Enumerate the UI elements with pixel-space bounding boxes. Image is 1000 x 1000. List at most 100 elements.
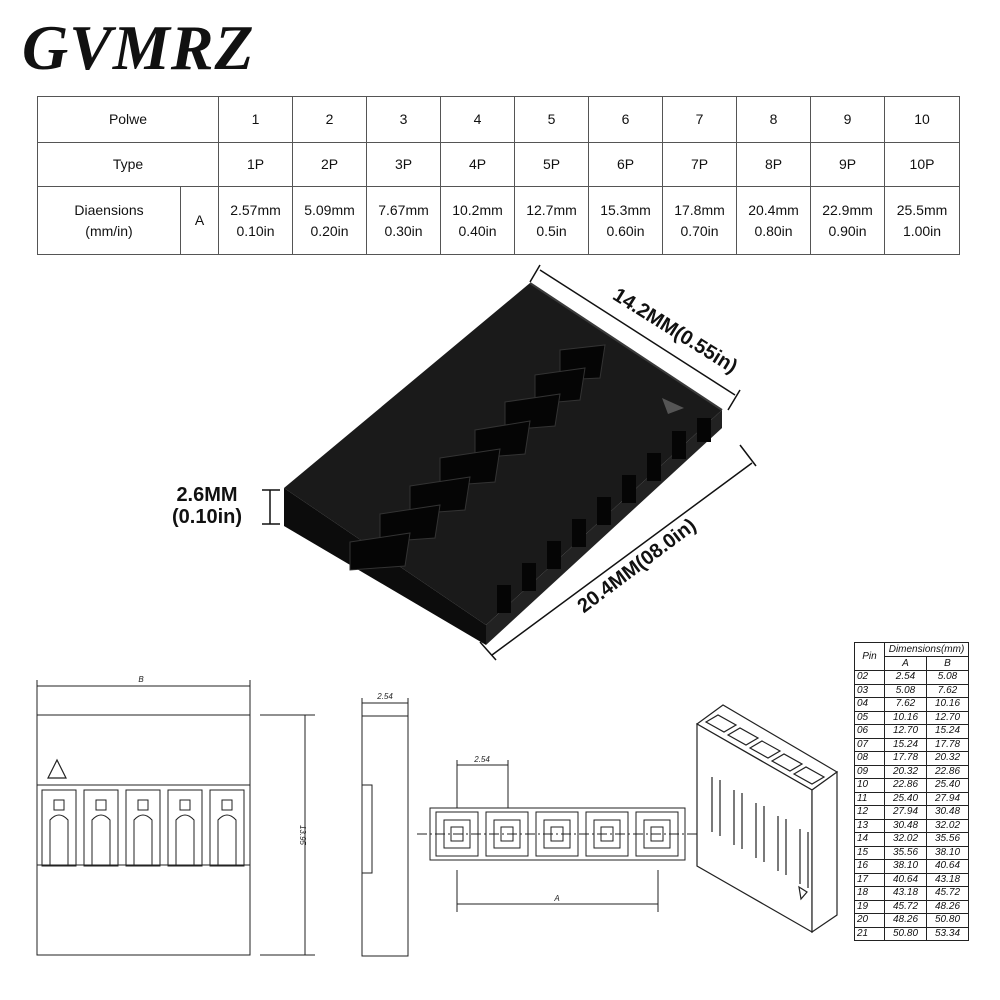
- iso-housing-drawing: [695, 704, 839, 934]
- pin-cell-a: 10.16: [884, 710, 927, 725]
- pin-cell-b: 43.18: [926, 872, 969, 887]
- pin-cell-b: 12.70: [926, 710, 969, 725]
- pin-cell-a: 22.86: [884, 778, 927, 793]
- front-contact: [49, 814, 69, 866]
- front-view-drawing: [36, 680, 315, 956]
- spec-dim-mm: 20.4mm: [748, 201, 799, 218]
- pin-cell-b: 7.62: [926, 683, 969, 698]
- spec-dim-mm: 12.7mm: [526, 201, 577, 218]
- front-contact: [175, 814, 195, 866]
- front-latch: [95, 799, 107, 811]
- pin-cell-b: 17.78: [926, 737, 969, 752]
- bottom-a-label: A: [553, 894, 559, 903]
- pin-cell-b: 32.02: [926, 818, 969, 833]
- pin-cell-pin: 17: [854, 872, 885, 887]
- pin-cell-pin: 11: [854, 791, 885, 806]
- spec-label-poles: Polwe: [36, 96, 220, 143]
- front-contact: [133, 814, 153, 866]
- pin-cell-a: 7.62: [884, 697, 927, 712]
- pin-cell-b: 38.10: [926, 845, 969, 860]
- spec-type-cell: 6P: [588, 142, 664, 187]
- spec-dim-mm: 25.5mm: [896, 201, 948, 218]
- pin-cell-pin: 20: [854, 913, 885, 928]
- pin-cell-a: 25.40: [884, 791, 927, 806]
- pin-cell-b: 30.48: [926, 805, 969, 820]
- front-contact: [217, 814, 237, 866]
- spec-dim-mm: 22.9mm: [822, 201, 873, 218]
- pin-cell-b: 45.72: [926, 886, 969, 901]
- iso-top-slot: [748, 740, 782, 759]
- brand-logo-text: GVMRZ: [22, 12, 255, 83]
- front-height-label: 13.95: [298, 825, 307, 846]
- pin-col-header: Pin: [854, 642, 885, 671]
- front-slot: [125, 789, 161, 867]
- spec-label-type: Type: [36, 142, 220, 187]
- front-latch: [179, 799, 191, 811]
- front-contact: [91, 814, 111, 866]
- spec-pole-cell: 10: [884, 96, 961, 143]
- iso-top-slot: [704, 714, 738, 733]
- height-dimension-label: 2.6MM (0.10in): [162, 484, 252, 528]
- side-width-label: 2.54: [376, 692, 393, 701]
- pin-cell-a: 30.48: [884, 818, 927, 833]
- iso-top-slot: [792, 766, 826, 785]
- iso-top-slot: [726, 727, 760, 746]
- spec-pole-cell: 6: [588, 96, 664, 143]
- pin-cell-pin: 12: [854, 805, 885, 820]
- spec-dim-mm: 7.67mm: [378, 201, 429, 218]
- front-slot: [167, 789, 203, 867]
- front-slot: [41, 789, 77, 867]
- iso-contact: [777, 816, 787, 875]
- pin-cell-b: 53.34: [926, 926, 969, 941]
- spec-pole-cell: 1: [218, 96, 294, 143]
- photo-dimension-lines: [262, 264, 757, 661]
- dims-col-header: Dimensions(mm): [884, 642, 969, 657]
- iso-contact: [711, 777, 721, 836]
- spec-dim-in: 0.80in: [754, 222, 793, 239]
- front-top-label: B: [138, 675, 144, 684]
- pin-cell-pin: 04: [854, 697, 885, 712]
- side-view-drawing: [361, 698, 409, 957]
- pitch-label: 2.54: [473, 755, 490, 764]
- pin-table-header-row: Pin Dimensions(mm): [854, 642, 969, 671]
- pin-cell-a: 17.78: [884, 751, 927, 766]
- spec-dim-mm: 5.09mm: [304, 201, 355, 218]
- pin-cell-a: 45.72: [884, 899, 927, 914]
- spec-type-cell: 7P: [662, 142, 738, 187]
- pin-cell-a: 50.80: [884, 926, 927, 941]
- pin-cell-b: 27.94: [926, 791, 969, 806]
- spec-dim-mm: 17.8mm: [674, 201, 725, 218]
- front-slot: [83, 789, 119, 867]
- pin-cell-pin: 10: [854, 778, 885, 793]
- front-slot: [209, 789, 245, 867]
- spec-label-a: A: [179, 186, 220, 255]
- spec-dim-in: 0.10in: [236, 222, 275, 239]
- spec-type-cell: 4P: [440, 142, 516, 187]
- pin-cell-a: 48.26: [884, 913, 927, 928]
- spec-pole-cell: 8: [736, 96, 812, 143]
- pin-cell-pin: 21: [854, 926, 885, 941]
- pin-cell-a: 2.54: [884, 670, 927, 685]
- pin-cell-pin: 13: [854, 818, 885, 833]
- iso-contact: [799, 829, 809, 888]
- pin-cell-pin: 18: [854, 886, 885, 901]
- spec-pole-cell: 5: [514, 96, 590, 143]
- height-in: (0.10in): [171, 506, 243, 528]
- spec-pole-cell: 4: [440, 96, 516, 143]
